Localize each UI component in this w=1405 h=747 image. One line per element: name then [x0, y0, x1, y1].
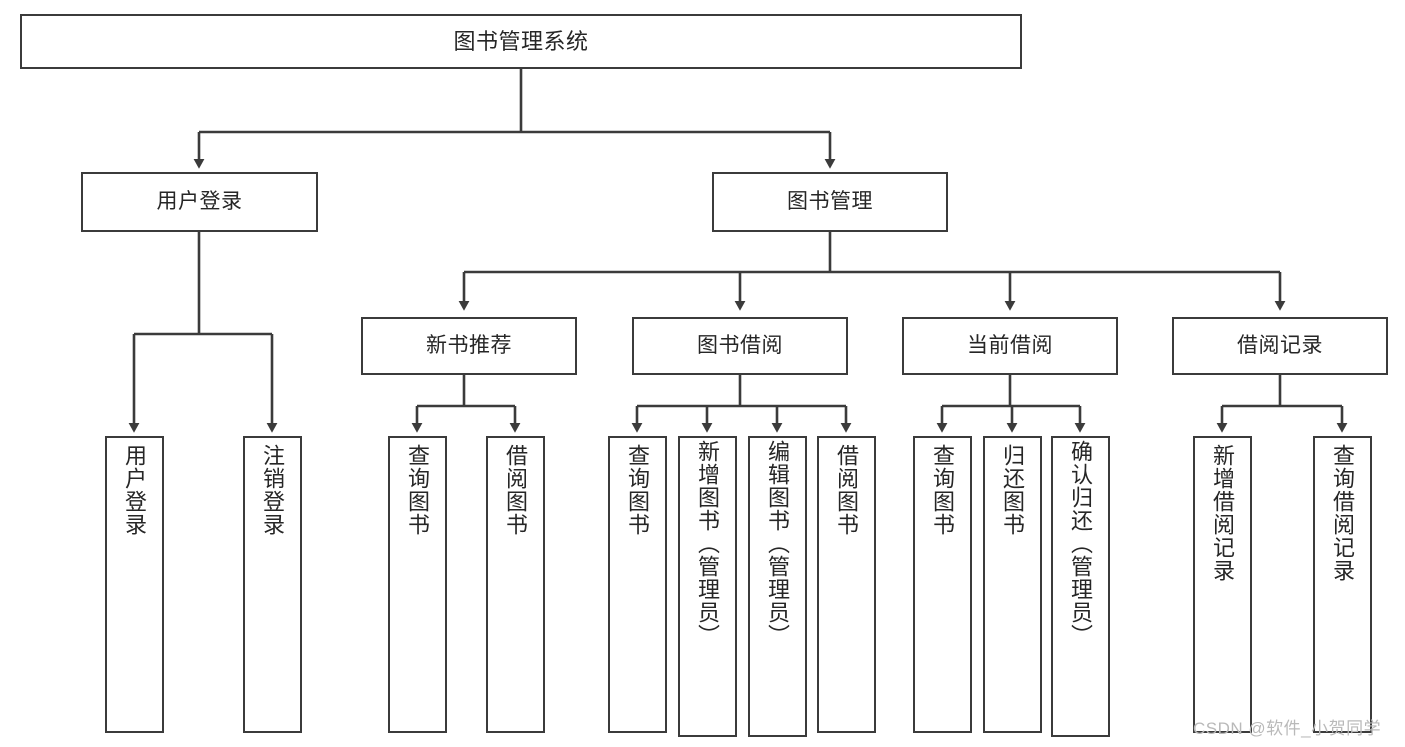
node-new-book-recommend[interactable]: 新书推荐: [361, 317, 577, 375]
node-label: 新书推荐: [426, 333, 512, 357]
node-label: 查询图书: [930, 444, 956, 536]
watermark-text: CSDN @软件_小贺同学: [1193, 719, 1382, 738]
node-leaf-user-login[interactable]: 用户登录: [105, 436, 164, 733]
node-label: 注销登录: [260, 444, 286, 536]
node-leaf-add-borrow-record[interactable]: 新增借阅记录: [1193, 436, 1252, 733]
node-label: 新增借阅记录: [1210, 444, 1236, 582]
node-current-borrow[interactable]: 当前借阅: [902, 317, 1118, 375]
node-label: 用户登录: [122, 444, 148, 536]
node-label: 归还图书: [1000, 444, 1026, 536]
node-leaf-new-book-query[interactable]: 查询图书: [388, 436, 447, 733]
node-label: 查询图书: [625, 444, 651, 536]
node-label: 借阅图书: [503, 444, 529, 536]
node-borrow-record[interactable]: 借阅记录: [1172, 317, 1388, 375]
node-leaf-return-book[interactable]: 归还图书: [983, 436, 1042, 733]
node-leaf-add-book-admin[interactable]: 新增图书（管理员）: [678, 436, 737, 737]
node-label: 查询借阅记录: [1330, 444, 1356, 582]
node-label: 图书管理: [787, 189, 873, 213]
node-book-borrow[interactable]: 图书借阅: [632, 317, 848, 375]
node-label: 借阅记录: [1237, 333, 1323, 357]
node-leaf-new-book-borrow[interactable]: 借阅图书: [486, 436, 545, 733]
node-user-login[interactable]: 用户登录: [81, 172, 318, 232]
node-label: 当前借阅: [967, 333, 1053, 357]
node-leaf-borrow-book[interactable]: 借阅图书: [817, 436, 876, 733]
node-book-management[interactable]: 图书管理: [712, 172, 948, 232]
node-leaf-borrow-query-book[interactable]: 查询图书: [608, 436, 667, 733]
node-label: 图书借阅: [697, 333, 783, 357]
node-leaf-current-query-book[interactable]: 查询图书: [913, 436, 972, 733]
node-leaf-logout[interactable]: 注销登录: [243, 436, 302, 733]
node-label: 借阅图书: [834, 444, 860, 536]
node-leaf-confirm-return-admin[interactable]: 确认归还（管理员）: [1051, 436, 1110, 737]
node-leaf-edit-book-admin[interactable]: 编辑图书（管理员）: [748, 436, 807, 737]
node-label: 编辑图书（管理员）: [765, 440, 791, 647]
node-root-book-management-system[interactable]: 图书管理系统: [20, 14, 1022, 69]
node-leaf-query-borrow-record[interactable]: 查询借阅记录: [1313, 436, 1372, 733]
node-label: 用户登录: [156, 189, 243, 213]
node-label: 新增图书（管理员）: [695, 440, 721, 647]
node-label: 确认归还（管理员）: [1068, 440, 1094, 647]
node-label: 查询图书: [405, 444, 431, 536]
node-label: 图书管理系统: [453, 28, 589, 54]
